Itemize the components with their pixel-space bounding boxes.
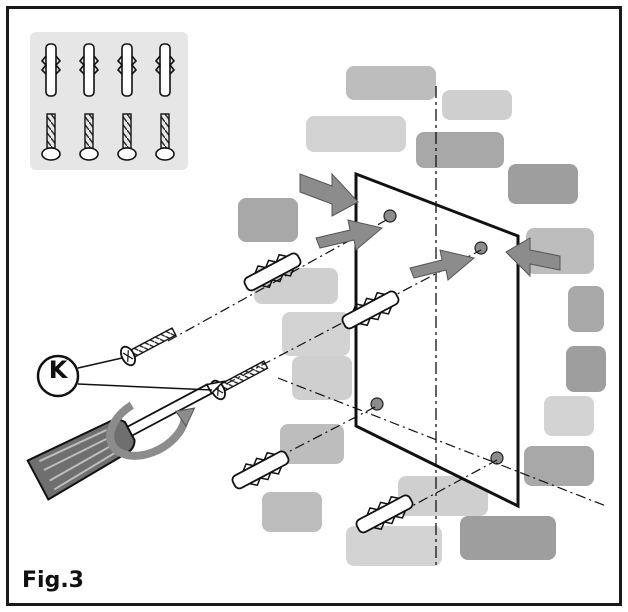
kit-anchors [40,43,176,97]
callout-circle [36,354,80,398]
callout-leaders [77,357,213,391]
mounting-plate [354,171,520,509]
kit-screws [41,113,175,161]
callout-label-k: K [48,356,68,384]
screwdriver [26,380,226,501]
wall-anchors [231,252,414,534]
hardware-kit-panel [30,32,188,170]
brick-wall [238,66,606,566]
screws [120,327,269,401]
direction-arrows [299,172,561,281]
figure-label: Fig.3 [22,568,84,593]
illustration-frame [6,6,622,606]
